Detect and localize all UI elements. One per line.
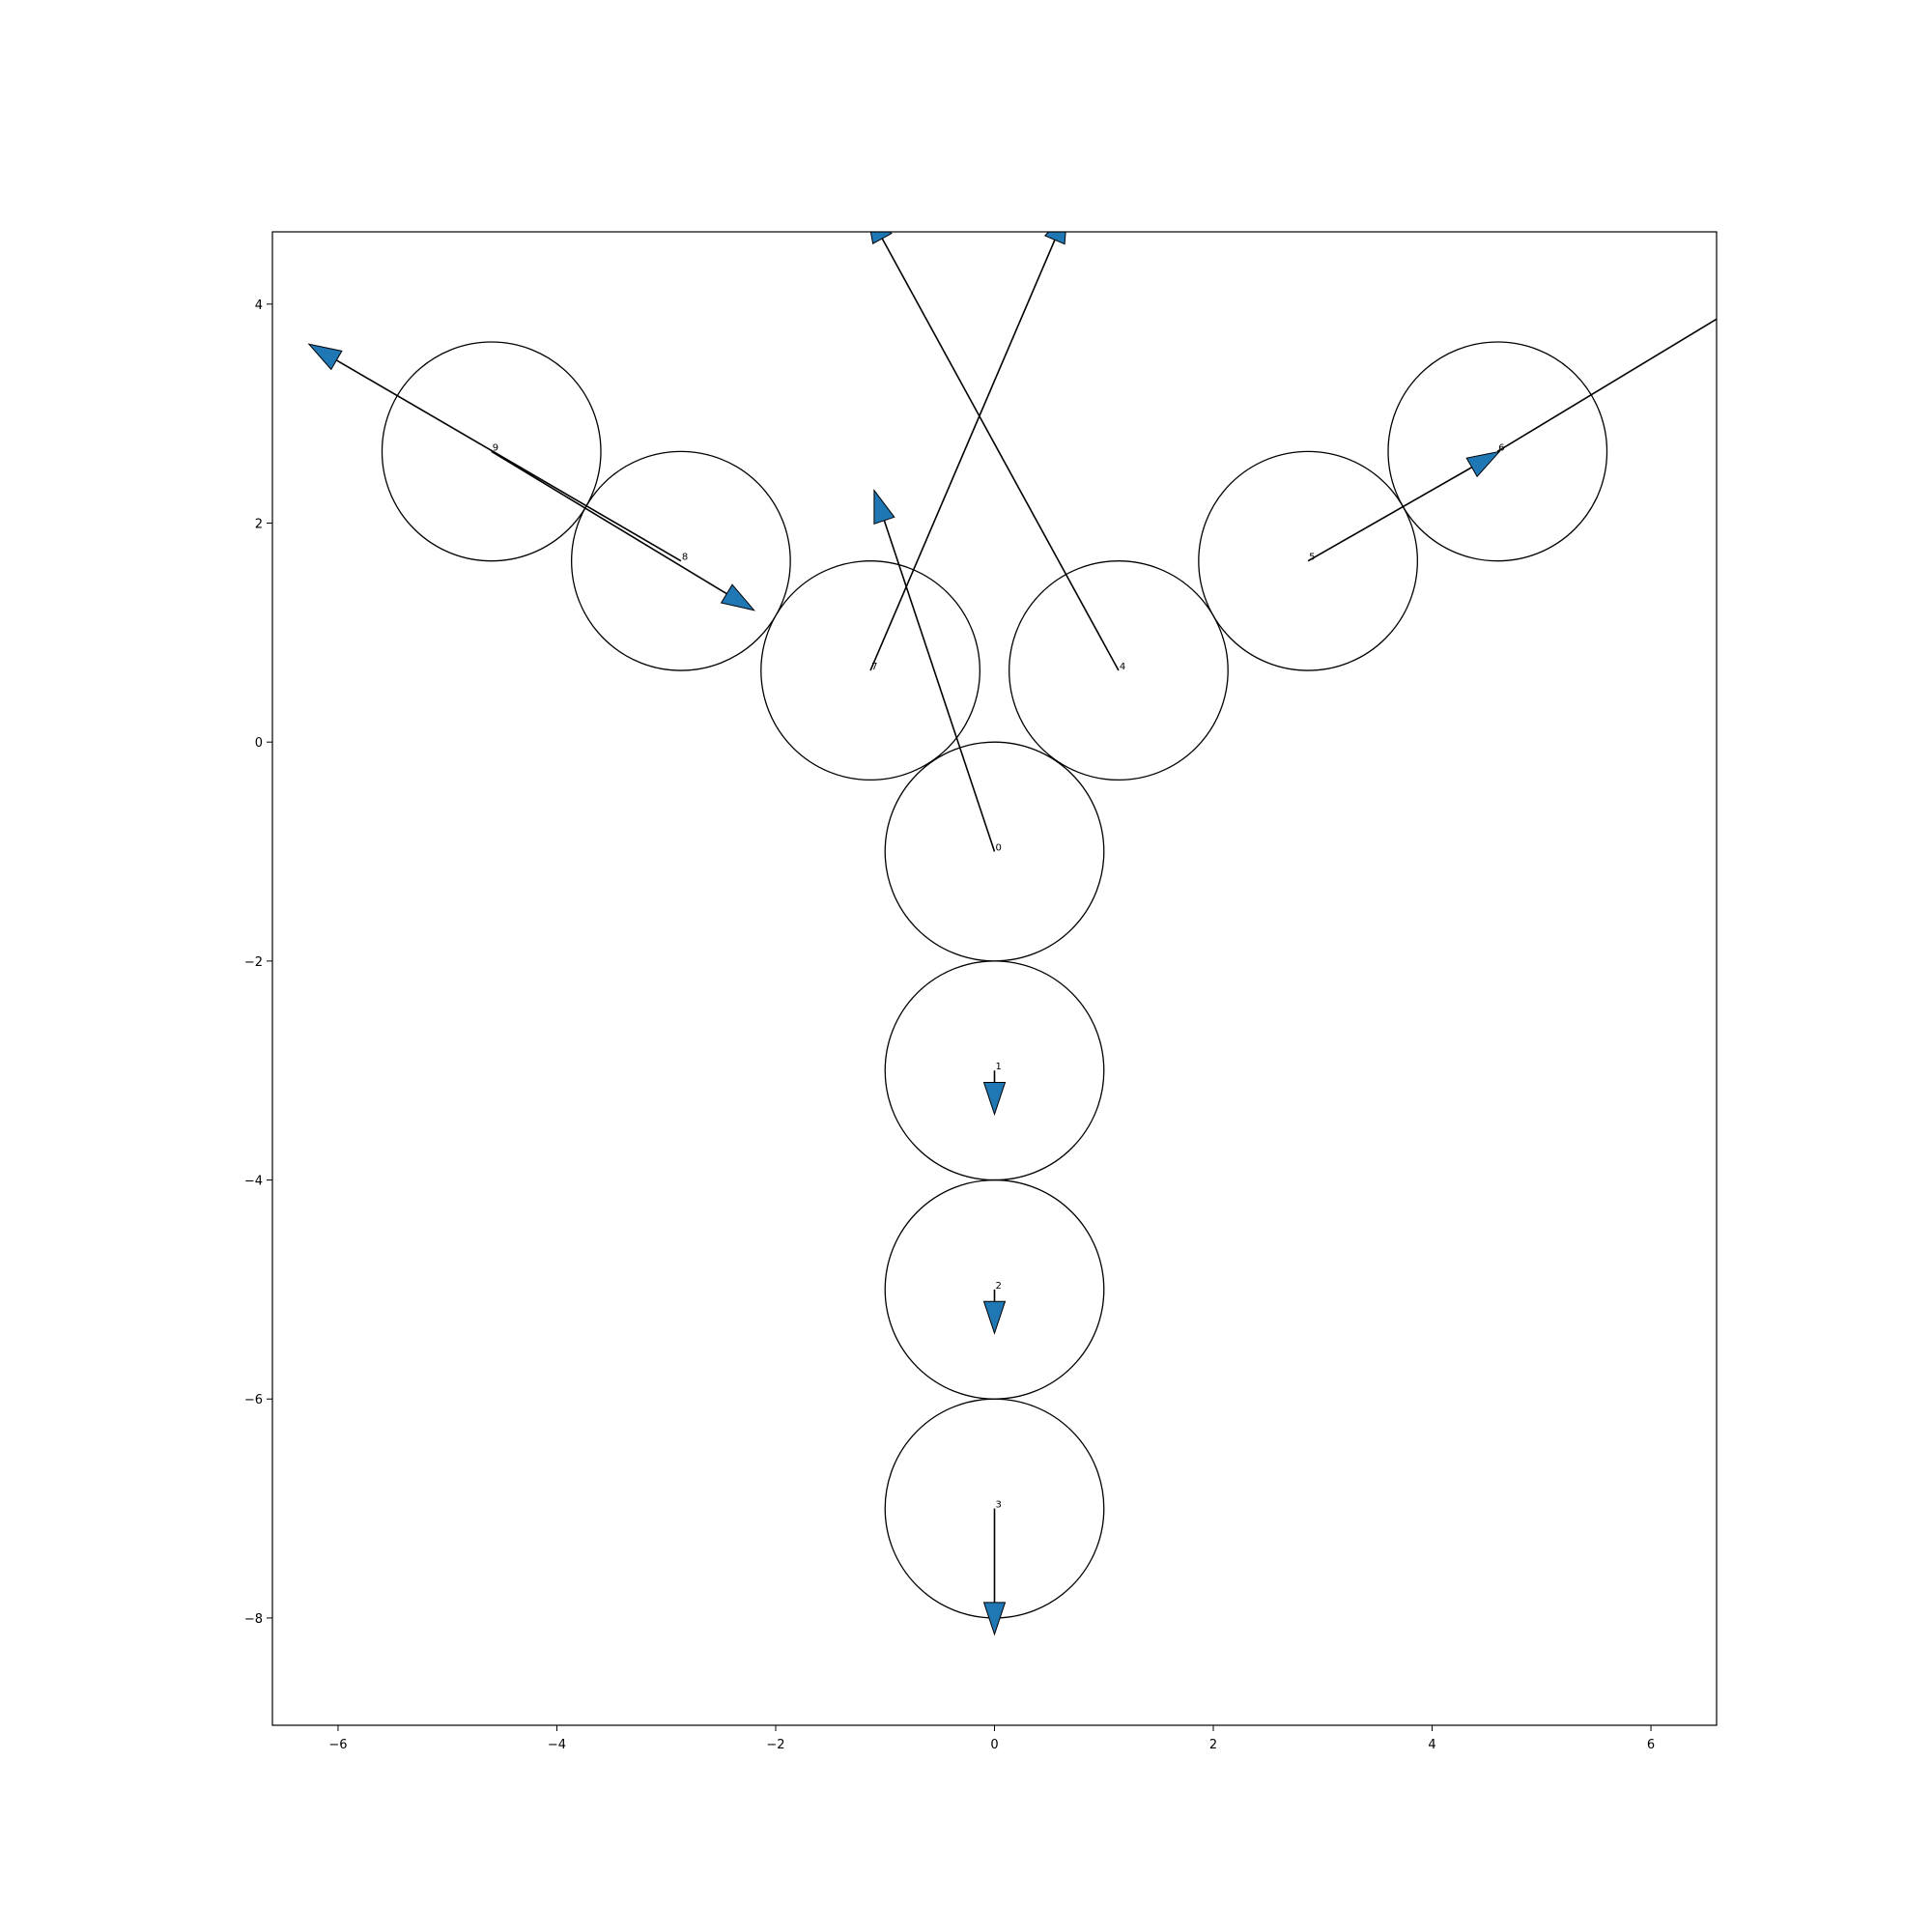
node-label: 7 (871, 662, 877, 672)
y-tick-label: −2 (244, 955, 263, 970)
y-tick-label: −6 (244, 1393, 263, 1407)
x-tick-label: 6 (1647, 1738, 1655, 1752)
node-label: 3 (996, 1500, 1002, 1511)
x-tick-label: 0 (990, 1738, 998, 1752)
arrow-head (982, 1602, 1007, 1636)
arrows-layer (307, 232, 1717, 1636)
node-circle (381, 341, 602, 562)
x-tick-label: −4 (548, 1738, 566, 1752)
y-tick-label: 0 (255, 736, 263, 751)
arrow-head (1043, 232, 1066, 245)
x-axis: −6 −4 −2 0 2 4 6 (328, 1725, 1655, 1752)
arrow-head (873, 489, 895, 525)
node-label: 0 (996, 843, 1002, 854)
node-label: 6 (1498, 442, 1504, 453)
arrow-head (982, 1082, 1007, 1117)
node-label: 5 (1309, 553, 1315, 563)
arrow-head (720, 583, 755, 611)
arrow-shaft (883, 520, 996, 852)
y-axis: −8 −6 −4 −2 0 2 4 (244, 298, 272, 1627)
y-tick-label: 2 (255, 517, 263, 531)
node-circle (1009, 560, 1229, 781)
arrow-shaft (881, 238, 1120, 671)
node-circle (570, 450, 791, 671)
arrow-head (982, 1300, 1007, 1335)
arrow-shaft (1496, 318, 1717, 453)
y-tick-label: −4 (244, 1175, 263, 1189)
node-circle (1387, 341, 1608, 562)
node-label: 8 (682, 553, 688, 563)
node-circle (1198, 450, 1419, 671)
arrow-shaft (491, 450, 727, 595)
plot-area: 0 1 2 3 4 5 6 7 8 9 (307, 232, 1717, 1636)
y-tick-label: −8 (244, 1612, 263, 1627)
arrow-shaft (335, 359, 682, 562)
arrow-head (1465, 450, 1501, 478)
arrow-head (307, 343, 343, 371)
node-label: 1 (996, 1062, 1002, 1072)
arrow-shaft (1307, 467, 1473, 562)
y-tick-label: 4 (255, 298, 263, 313)
arrow-shaft (869, 240, 1056, 671)
x-tick-label: −6 (328, 1738, 347, 1752)
x-tick-label: −2 (766, 1738, 784, 1752)
x-tick-label: 4 (1428, 1738, 1435, 1752)
node-labels-layer: 0 1 2 3 4 5 6 7 8 9 (493, 442, 1505, 1510)
node-label: 2 (996, 1281, 1002, 1292)
arrow-head (869, 232, 893, 244)
x-tick-label: 2 (1209, 1738, 1217, 1752)
node-label: 4 (1120, 662, 1125, 672)
node-label: 9 (493, 442, 498, 453)
node-circle (760, 560, 980, 781)
